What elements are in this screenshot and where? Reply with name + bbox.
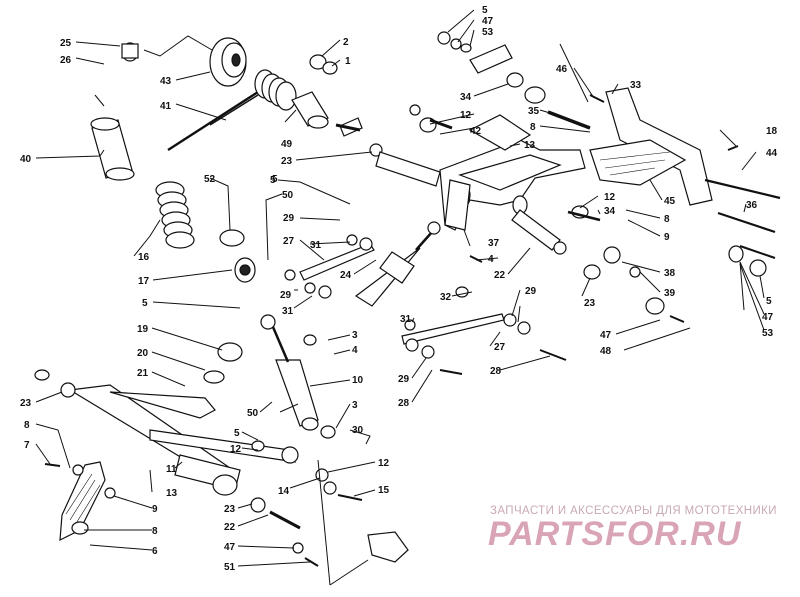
callout-label: 39 [664,288,676,299]
callout-label: 12 [604,192,616,203]
callout-label: 8 [530,122,536,133]
callout-label: 1 [345,56,351,67]
callout-label: 18 [766,126,778,137]
callout-label: 40 [20,154,32,165]
callout-label: 34 [604,206,616,217]
callout-label: 16 [138,252,150,263]
callout-label: 5 [270,175,276,186]
callout-label: 28 [490,366,502,377]
callout-label: 14 [278,486,290,497]
callout-label: 53 [762,328,774,339]
callout-label: 9 [152,504,158,515]
callout-label: 44 [766,148,778,159]
callout-label: 21 [137,368,149,379]
callout-label: 30 [352,425,364,436]
callout-label: 23 [224,504,236,515]
callout-label: 23 [584,298,596,309]
watermark-tagline: ЗАПЧАСТИ И АКСЕССУАРЫ ДЛЯ МОТОТЕХНИКИ [490,505,777,517]
callout-labels: 25 26 43 2 1 41 49 23 40 52 16 17 5 19 2… [20,5,778,573]
callout-label: 31 [400,314,412,325]
callout-label: 35 [528,106,540,117]
callout-label: 22 [224,522,236,533]
callout-label: 10 [352,375,364,386]
callout-label: 46 [556,64,568,75]
callout-label: 19 [137,324,149,335]
callout-label: 51 [224,562,236,573]
callout-label: 5 [142,298,148,309]
callout-label: 9 [664,232,670,243]
callout-label: 12 [230,444,242,455]
callout-label: 52 [204,174,216,185]
callout-label: 20 [137,348,149,359]
callout-label: 32 [440,292,452,303]
callout-label: 23 [281,156,293,167]
callout-label: 3 [352,330,358,341]
callout-label: 5 [234,428,240,439]
callout-label: 50 [282,190,294,201]
callout-label: 37 [488,238,500,249]
callout-label: 33 [630,80,642,91]
callout-label: 47 [762,312,774,323]
callout-label: 47 [600,330,612,341]
callout-label: 27 [283,236,295,247]
callout-label: 23 [20,398,32,409]
callout-label: 17 [138,276,150,287]
callout-label: 31 [282,306,294,317]
callout-label: 29 [283,213,295,224]
callout-label: 53 [482,27,494,38]
callout-label: 31 [310,240,322,251]
callout-label: 5 [766,296,772,307]
callout-label: 29 [525,286,537,297]
callout-label: 41 [160,101,172,112]
watermark: ЗАПЧАСТИ И АКСЕССУАРЫ ДЛЯ МОТОТЕХНИКИ PA… [488,505,777,553]
callout-label: 11 [166,464,177,475]
callout-label: 13 [524,140,536,151]
callout-label: 43 [160,76,172,87]
callout-label: 29 [398,374,410,385]
callout-label: 4 [352,345,358,356]
callout-label: 13 [166,488,178,499]
callout-label: 5 [272,174,278,185]
callout-label: 26 [60,55,72,66]
callout-label: 22 [494,270,506,281]
callout-label: 27 [494,342,506,353]
callout-label: 47 [482,16,494,27]
callout-label: 49 [281,139,293,150]
parts-drawing [34,31,781,586]
callout-label: 47 [224,542,236,553]
callout-label: 25 [60,38,72,49]
callout-label: 15 [378,485,390,496]
leader-lines [35,9,765,567]
callout-label: 2 [343,37,349,48]
callout-label: 4 [488,254,494,265]
callout-label: 5 [482,5,488,16]
callout-label: 3 [352,400,358,411]
callout-label: 36 [746,200,758,211]
callout-label: 50 [247,408,259,419]
callout-label: 8 [24,420,30,431]
callout-label: 34 [460,92,472,103]
front-arm [34,369,299,496]
front-shock-assembly [90,117,256,283]
torsion-spring [209,69,297,126]
callout-label: 24 [340,270,352,281]
callout-label: 42 [470,126,482,137]
callout-label: 7 [24,440,30,451]
callout-label: 12 [460,110,472,121]
callout-label: 8 [152,526,158,537]
callout-label: 38 [664,268,676,279]
callout-label: 45 [664,196,676,207]
callout-label: 6 [152,546,158,557]
callout-label: 8 [664,214,670,225]
watermark-logo: PARTSFOR.RU [488,515,742,553]
callout-label: 12 [378,458,390,469]
callout-label: 29 [280,290,292,301]
callout-label: 28 [398,398,410,409]
callout-label: 48 [600,346,612,357]
rear-shock [354,221,441,307]
